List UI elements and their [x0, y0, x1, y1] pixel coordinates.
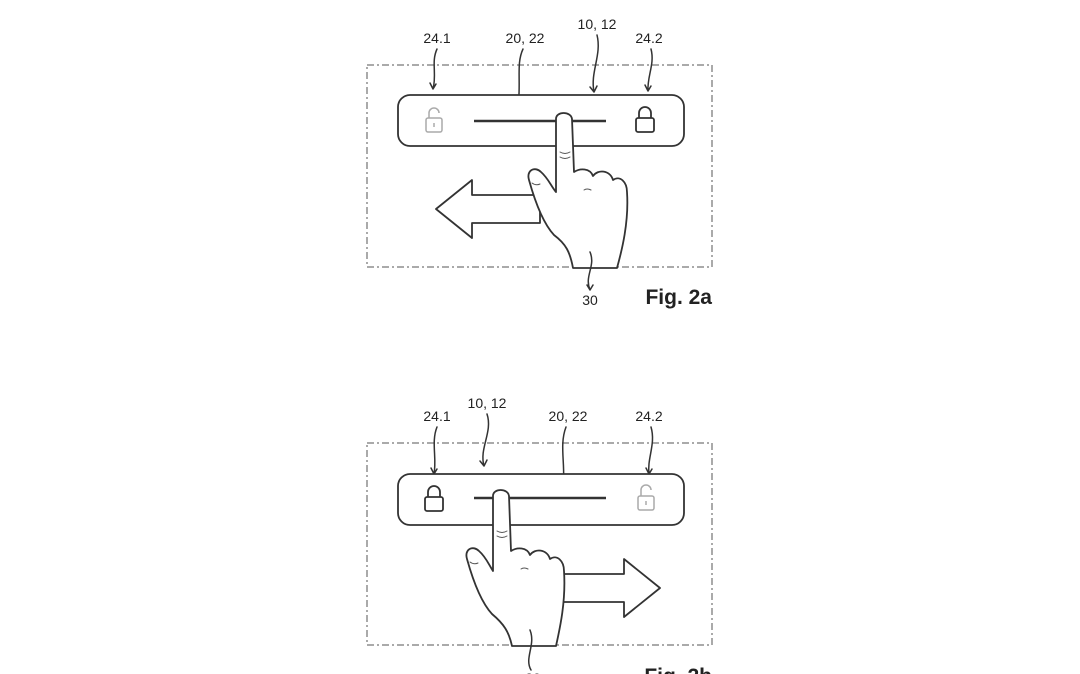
caption-fig-2a: Fig. 2a	[645, 286, 712, 309]
figure-2b-frame	[366, 442, 713, 646]
lock-open-icon	[637, 484, 655, 511]
label-20-22-b: 20, 22	[549, 408, 588, 424]
label-24-2-b: 24.2	[635, 408, 662, 424]
figure-2b: 24.1 10, 12 20, 22 24.2	[366, 395, 713, 674]
thumb-mark-b	[469, 561, 479, 565]
pointing-hand-icon	[527, 112, 629, 269]
leader-24-1-b	[430, 426, 438, 475]
label-20-22-a: 20, 22	[506, 30, 545, 46]
leader-24-2-b	[645, 426, 654, 475]
arrow-left-icon	[435, 179, 541, 239]
lock-closed-icon	[635, 106, 655, 133]
caption-fig-2b: Fig. 2b	[644, 665, 712, 674]
finger-crease-b	[496, 530, 508, 538]
label-24-1-b: 24.1	[423, 408, 450, 424]
knuckle-mark-a	[583, 188, 592, 191]
finger-crease-a	[559, 151, 571, 159]
leader-24-1-a	[429, 48, 438, 90]
leader-30-a	[586, 251, 594, 291]
leader-24-2-a	[644, 48, 653, 92]
knuckle-mark-b	[520, 567, 529, 570]
label-10-12-b: 10, 12	[468, 395, 507, 411]
label-24-1-a: 24.1	[423, 30, 450, 46]
label-10-12-a: 10, 12	[578, 16, 617, 32]
control-panel-b	[397, 473, 685, 526]
leader-30-b	[527, 629, 533, 671]
lock-open-icon	[425, 107, 443, 133]
label-30-a: 30	[582, 292, 598, 308]
figure-2a-frame	[366, 64, 713, 268]
label-30-b: 30	[525, 670, 541, 674]
lock-closed-icon	[424, 485, 444, 512]
label-24-2-a: 24.2	[635, 30, 662, 46]
leader-10-12-b	[479, 413, 490, 467]
leader-10-12-a	[589, 34, 599, 93]
figure-2a: 24.1 20, 22 10, 12 24.2	[366, 16, 713, 309]
thumb-mark-a	[531, 182, 541, 186]
pointing-hand-icon	[465, 489, 566, 647]
